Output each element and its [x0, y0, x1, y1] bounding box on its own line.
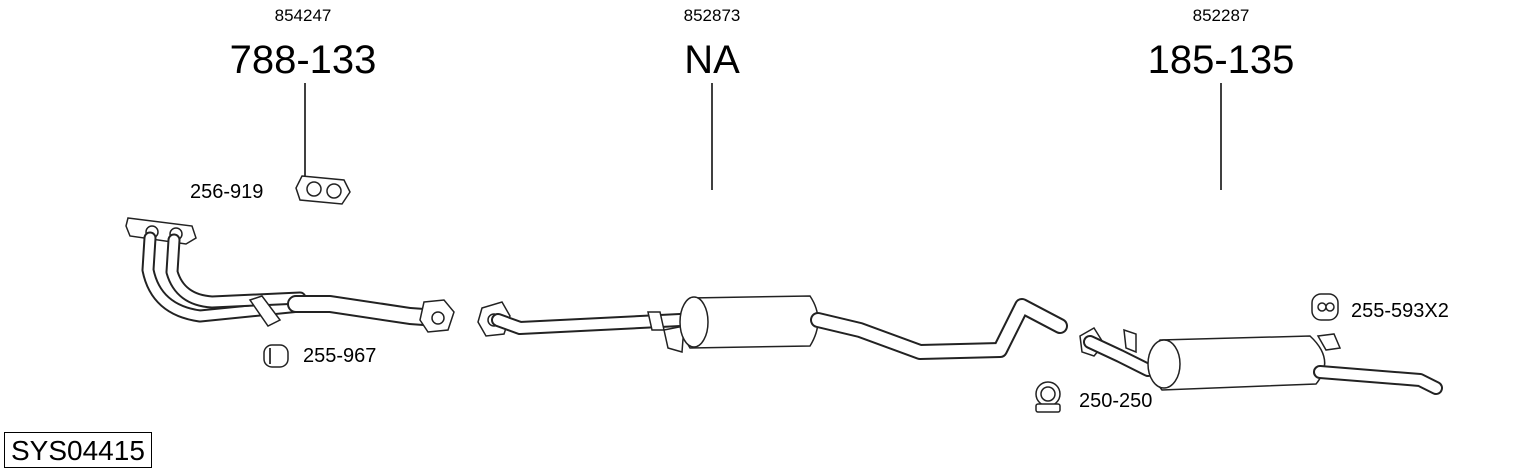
clamp-part-number[interactable]: 250-250 [1079, 390, 1153, 412]
front-pipe-part[interactable] [125, 217, 455, 333]
middle-silencer-part[interactable] [477, 295, 1068, 360]
oe-number-front-pipe: 854247 [274, 6, 332, 25]
gasket-icon[interactable] [295, 175, 351, 205]
rubber-mount-icon[interactable] [263, 344, 289, 368]
oe-number-rear-silencer: 852287 [1192, 6, 1250, 25]
part-number-middle-silencer[interactable]: NA [684, 38, 740, 82]
clamp-icon[interactable] [1035, 381, 1061, 413]
hanger-part-number[interactable]: 255-593X2 [1351, 300, 1449, 322]
part-number-front-pipe[interactable]: 788-133 [229, 38, 377, 82]
hanger-icon[interactable] [1311, 293, 1339, 321]
rubber-mount-part-number[interactable]: 255-967 [303, 345, 377, 367]
rear-silencer-part[interactable] [1079, 326, 1443, 395]
part-number-rear-silencer[interactable]: 185-135 [1147, 38, 1295, 82]
gasket-part-number[interactable]: 256-919 [190, 181, 264, 203]
system-id-label: SYS04415 [4, 432, 152, 468]
oe-number-middle-silencer: 852873 [683, 6, 741, 25]
